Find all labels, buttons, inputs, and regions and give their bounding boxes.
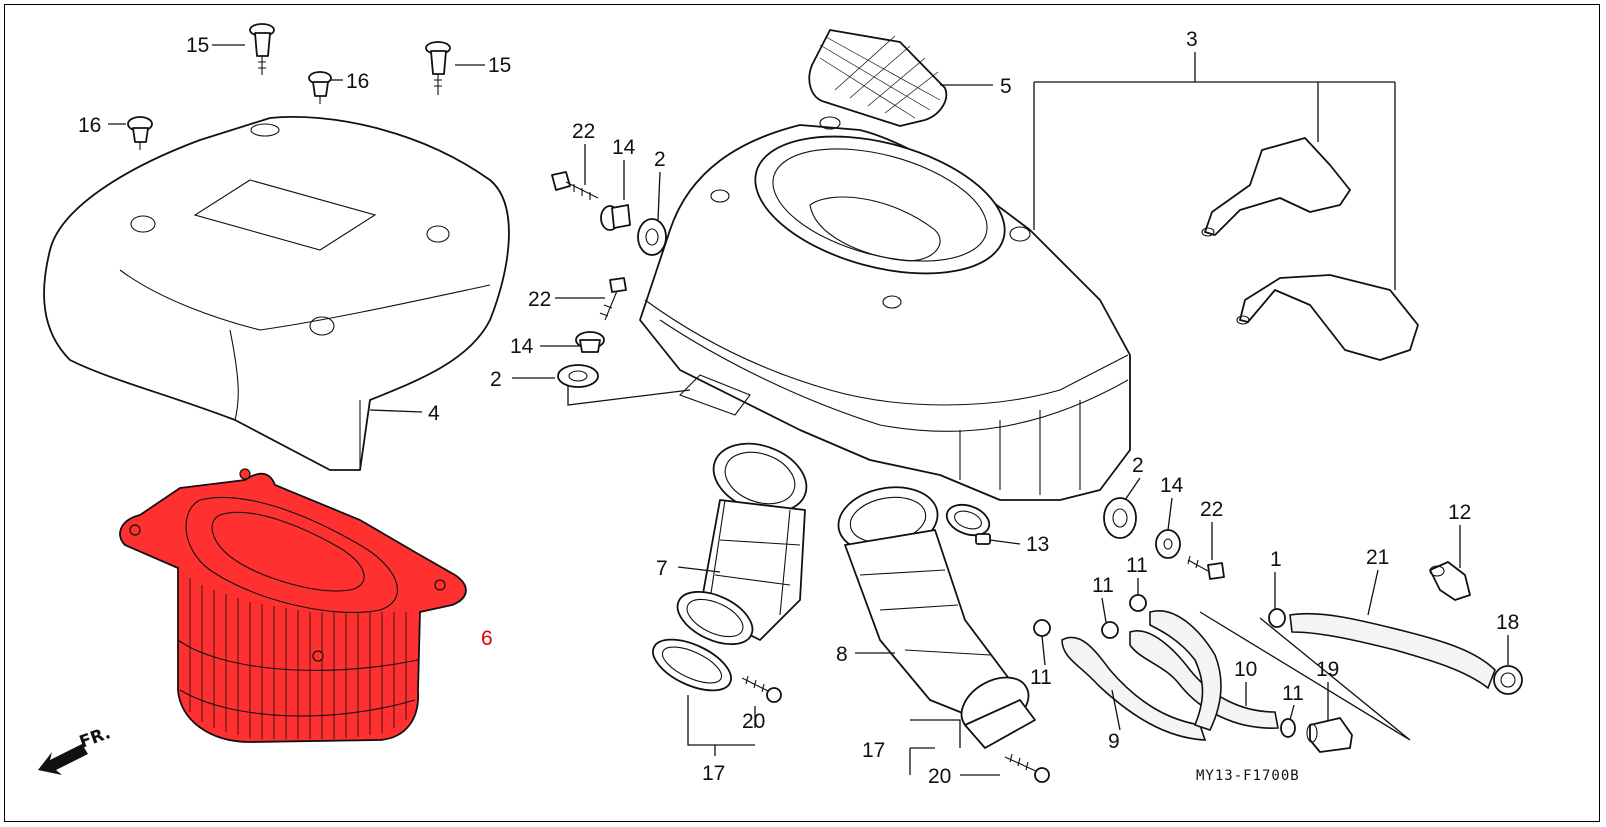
callout-10: 10 <box>1234 658 1257 681</box>
part-11-clip-b[interactable] <box>1101 621 1119 639</box>
part-11-clip-d[interactable] <box>1280 718 1296 738</box>
callout-2b: 2 <box>490 368 502 391</box>
callout-2c: 2 <box>1132 454 1144 477</box>
part-6-air-filter[interactable] <box>119 468 467 743</box>
part-18-clamp[interactable] <box>1493 665 1523 695</box>
part-2-grommet-upper[interactable] <box>637 218 667 256</box>
callout-20b: 20 <box>928 765 951 788</box>
callout-8: 8 <box>836 643 848 666</box>
part-20-screw-right[interactable] <box>1004 753 1050 783</box>
part-15-screw-right[interactable] <box>425 41 451 95</box>
part-22-bolt-upper[interactable] <box>551 171 599 200</box>
part-3-air-cleaner-case[interactable] <box>639 112 1131 501</box>
callout-11b: 11 <box>1126 554 1148 577</box>
part-8-connecting-tube[interactable] <box>833 480 1038 744</box>
callout-20a: 20 <box>742 710 765 733</box>
part-2-grommet-middle[interactable] <box>557 364 599 388</box>
part-5-screen[interactable] <box>808 29 948 127</box>
breather-upper[interactable] <box>1201 137 1351 237</box>
svg-text:FR.: FR. <box>77 723 113 753</box>
callout-12: 12 <box>1448 501 1471 524</box>
callout-14c: 14 <box>1160 474 1184 497</box>
part-16-bolt-top[interactable] <box>308 71 332 104</box>
part-15-screw-left[interactable] <box>249 23 275 75</box>
front-direction-arrow: FR. <box>38 723 113 775</box>
callout-15b: 15 <box>488 54 511 77</box>
diagram-frame <box>4 4 1600 822</box>
part-19-plug[interactable] <box>1306 717 1353 753</box>
callout-7: 7 <box>656 557 668 580</box>
part-22-bolt-middle[interactable] <box>599 277 627 321</box>
part-14-collar-middle[interactable] <box>575 331 605 353</box>
part-4-cover[interactable] <box>43 115 510 471</box>
part-16-bolt-left[interactable] <box>127 116 153 150</box>
part-17-band-left[interactable] <box>645 629 738 701</box>
part-2-grommet-lower[interactable] <box>1103 497 1137 539</box>
callout-1: 1 <box>1270 548 1282 571</box>
callout-16a: 16 <box>346 70 369 93</box>
callout-17a: 17 <box>702 762 725 785</box>
callout-11a: 11 <box>1092 574 1114 597</box>
part-9-drain-tube[interactable] <box>1061 636 1207 741</box>
callout-4: 4 <box>428 402 440 425</box>
part-11-clip-c[interactable] <box>1033 619 1051 637</box>
callout-16b: 16 <box>78 114 101 137</box>
part-11-clip-a[interactable] <box>1129 594 1147 612</box>
part-10-tube[interactable] <box>1129 610 1279 731</box>
callout-9: 9 <box>1108 730 1120 753</box>
part-17-band-right[interactable] <box>964 699 1036 749</box>
callout-11d: 11 <box>1282 682 1304 705</box>
callout-15a: 15 <box>186 34 209 57</box>
callout-22b: 22 <box>528 288 551 311</box>
callout-14b: 14 <box>510 335 534 358</box>
part-13-clamp[interactable] <box>943 499 994 545</box>
leader-lines <box>108 44 1509 776</box>
callout-5: 5 <box>1000 75 1012 98</box>
callout-17b: 17 <box>862 739 885 762</box>
part-1-clip[interactable] <box>1268 608 1286 628</box>
callout-2a: 2 <box>654 148 666 171</box>
diagram-code: MY13-F1700B <box>1196 768 1300 784</box>
part-20-screw-left[interactable] <box>741 675 782 703</box>
callout-18: 18 <box>1496 611 1519 634</box>
part-12-joint[interactable] <box>1429 561 1471 601</box>
part-21-tube[interactable] <box>1289 612 1496 690</box>
callout-14a: 14 <box>612 136 636 159</box>
part-22-bolt-lower[interactable] <box>1187 555 1225 580</box>
callout-22c: 22 <box>1200 498 1223 521</box>
callout-3: 3 <box>1186 28 1198 51</box>
callout-6: 6 <box>481 627 493 650</box>
callout-19: 19 <box>1316 658 1339 681</box>
callout-21: 21 <box>1366 546 1389 569</box>
callout-13: 13 <box>1026 533 1049 556</box>
callout-labels: 15 15 16 16 3 5 4 6 22 14 2 22 14 2 2 14… <box>78 28 1519 788</box>
callout-22a: 22 <box>572 120 595 143</box>
part-14-collar-lower[interactable] <box>1155 529 1181 559</box>
part-7-connecting-tube[interactable] <box>669 432 816 655</box>
callout-11c: 11 <box>1030 666 1052 689</box>
breather-lower[interactable] <box>1236 274 1419 361</box>
part-14-collar-upper[interactable] <box>600 204 631 231</box>
